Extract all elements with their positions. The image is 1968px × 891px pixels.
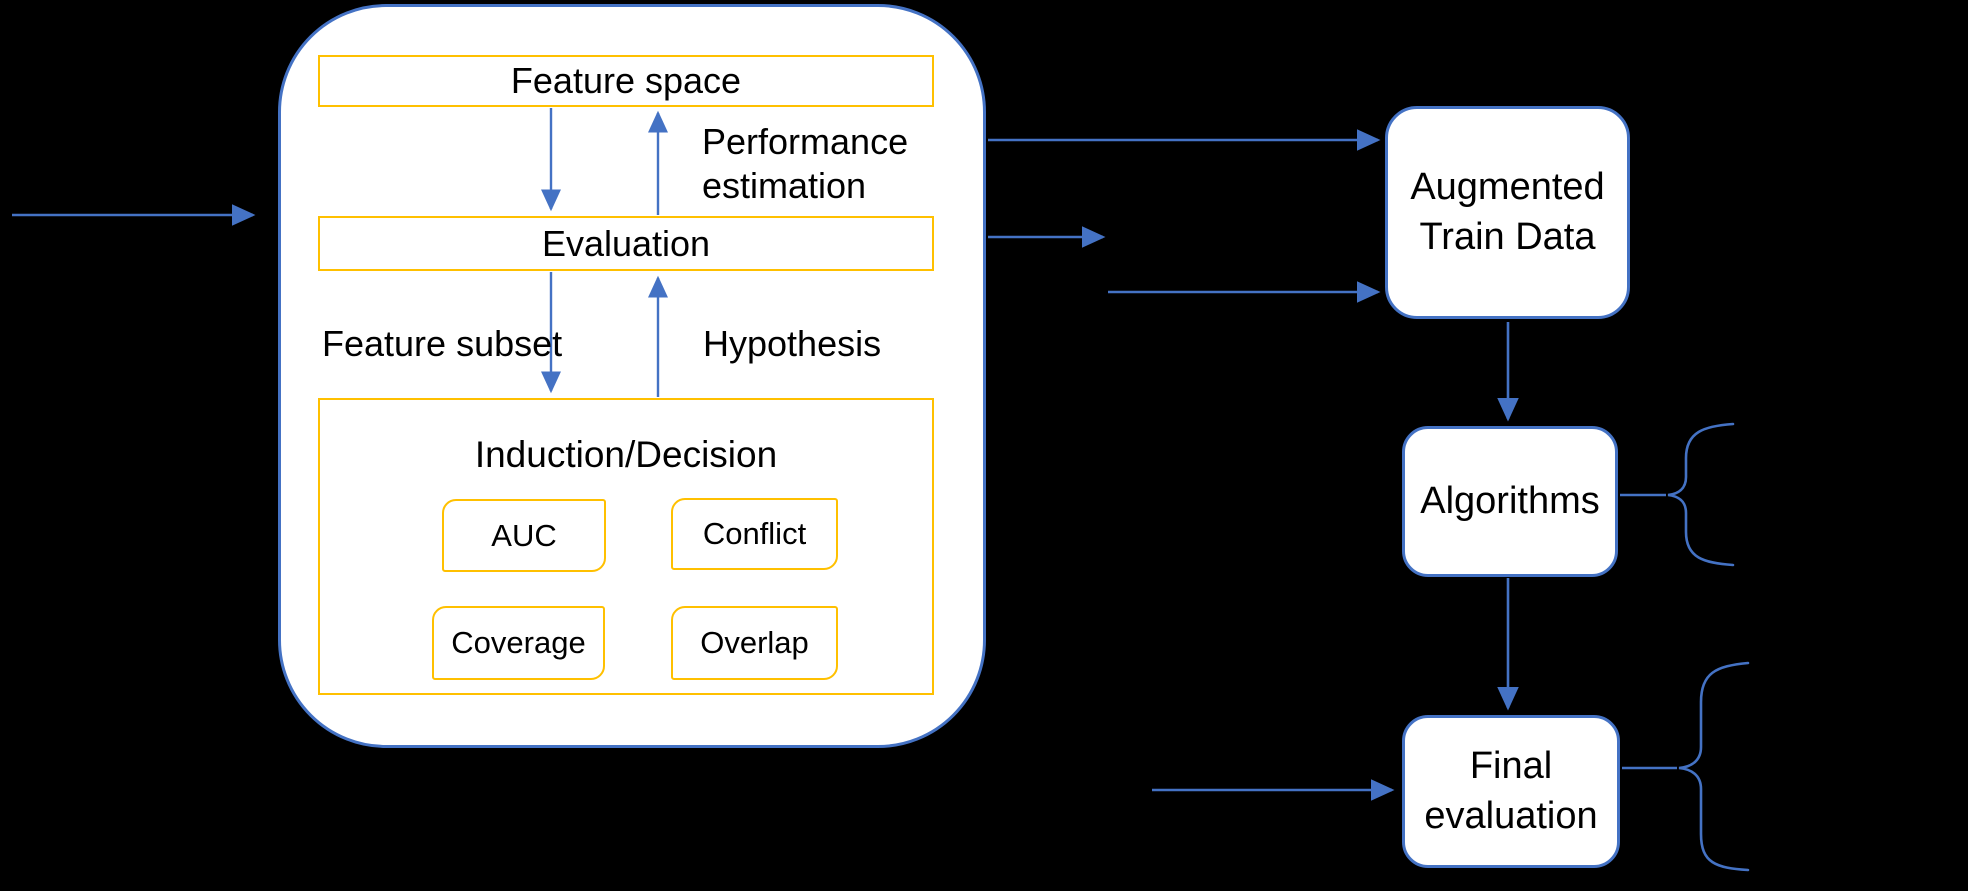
augmented-train-data-line2: Train Data	[1419, 215, 1596, 258]
final-evaluation-box: Final evaluation	[1402, 715, 1620, 868]
coverage-box: Coverage	[432, 606, 605, 680]
brace-final-evaluation-icon	[1678, 661, 1750, 872]
performance-estimation-line2: estimation	[702, 164, 867, 206]
overlap-label: Overlap	[700, 625, 809, 660]
algorithms-box: Algorithms	[1402, 426, 1618, 577]
feature-subset-label: Feature subset	[322, 323, 563, 364]
evaluation-label: Evaluation	[541, 222, 711, 264]
augmented-train-data-line1: Augmented	[1410, 166, 1605, 209]
coverage-label: Coverage	[451, 625, 586, 660]
auc-label: AUC	[491, 517, 557, 553]
overlap-box: Overlap	[671, 606, 838, 680]
evaluation-box: Evaluation	[318, 216, 934, 271]
augmented-train-data-box: Augmented Train Data	[1385, 106, 1630, 319]
induction-decision-label: Induction/Decision	[474, 434, 778, 475]
performance-estimation-label: Performance estimation	[702, 120, 908, 208]
feature-space-box: Feature space	[318, 55, 934, 107]
feature-space-label: Feature space	[510, 60, 742, 102]
final-evaluation-line2: evaluation	[1424, 794, 1598, 837]
conflict-label: Conflict	[702, 516, 807, 551]
algorithms-label: Algorithms	[1420, 479, 1600, 522]
brace-algorithms-icon	[1667, 422, 1735, 567]
performance-estimation-line1: Performance	[702, 121, 909, 162]
final-evaluation-line1: Final	[1469, 745, 1553, 788]
hypothesis-label: Hypothesis	[703, 323, 882, 364]
conflict-box: Conflict	[671, 498, 838, 570]
auc-box: AUC	[442, 499, 606, 572]
